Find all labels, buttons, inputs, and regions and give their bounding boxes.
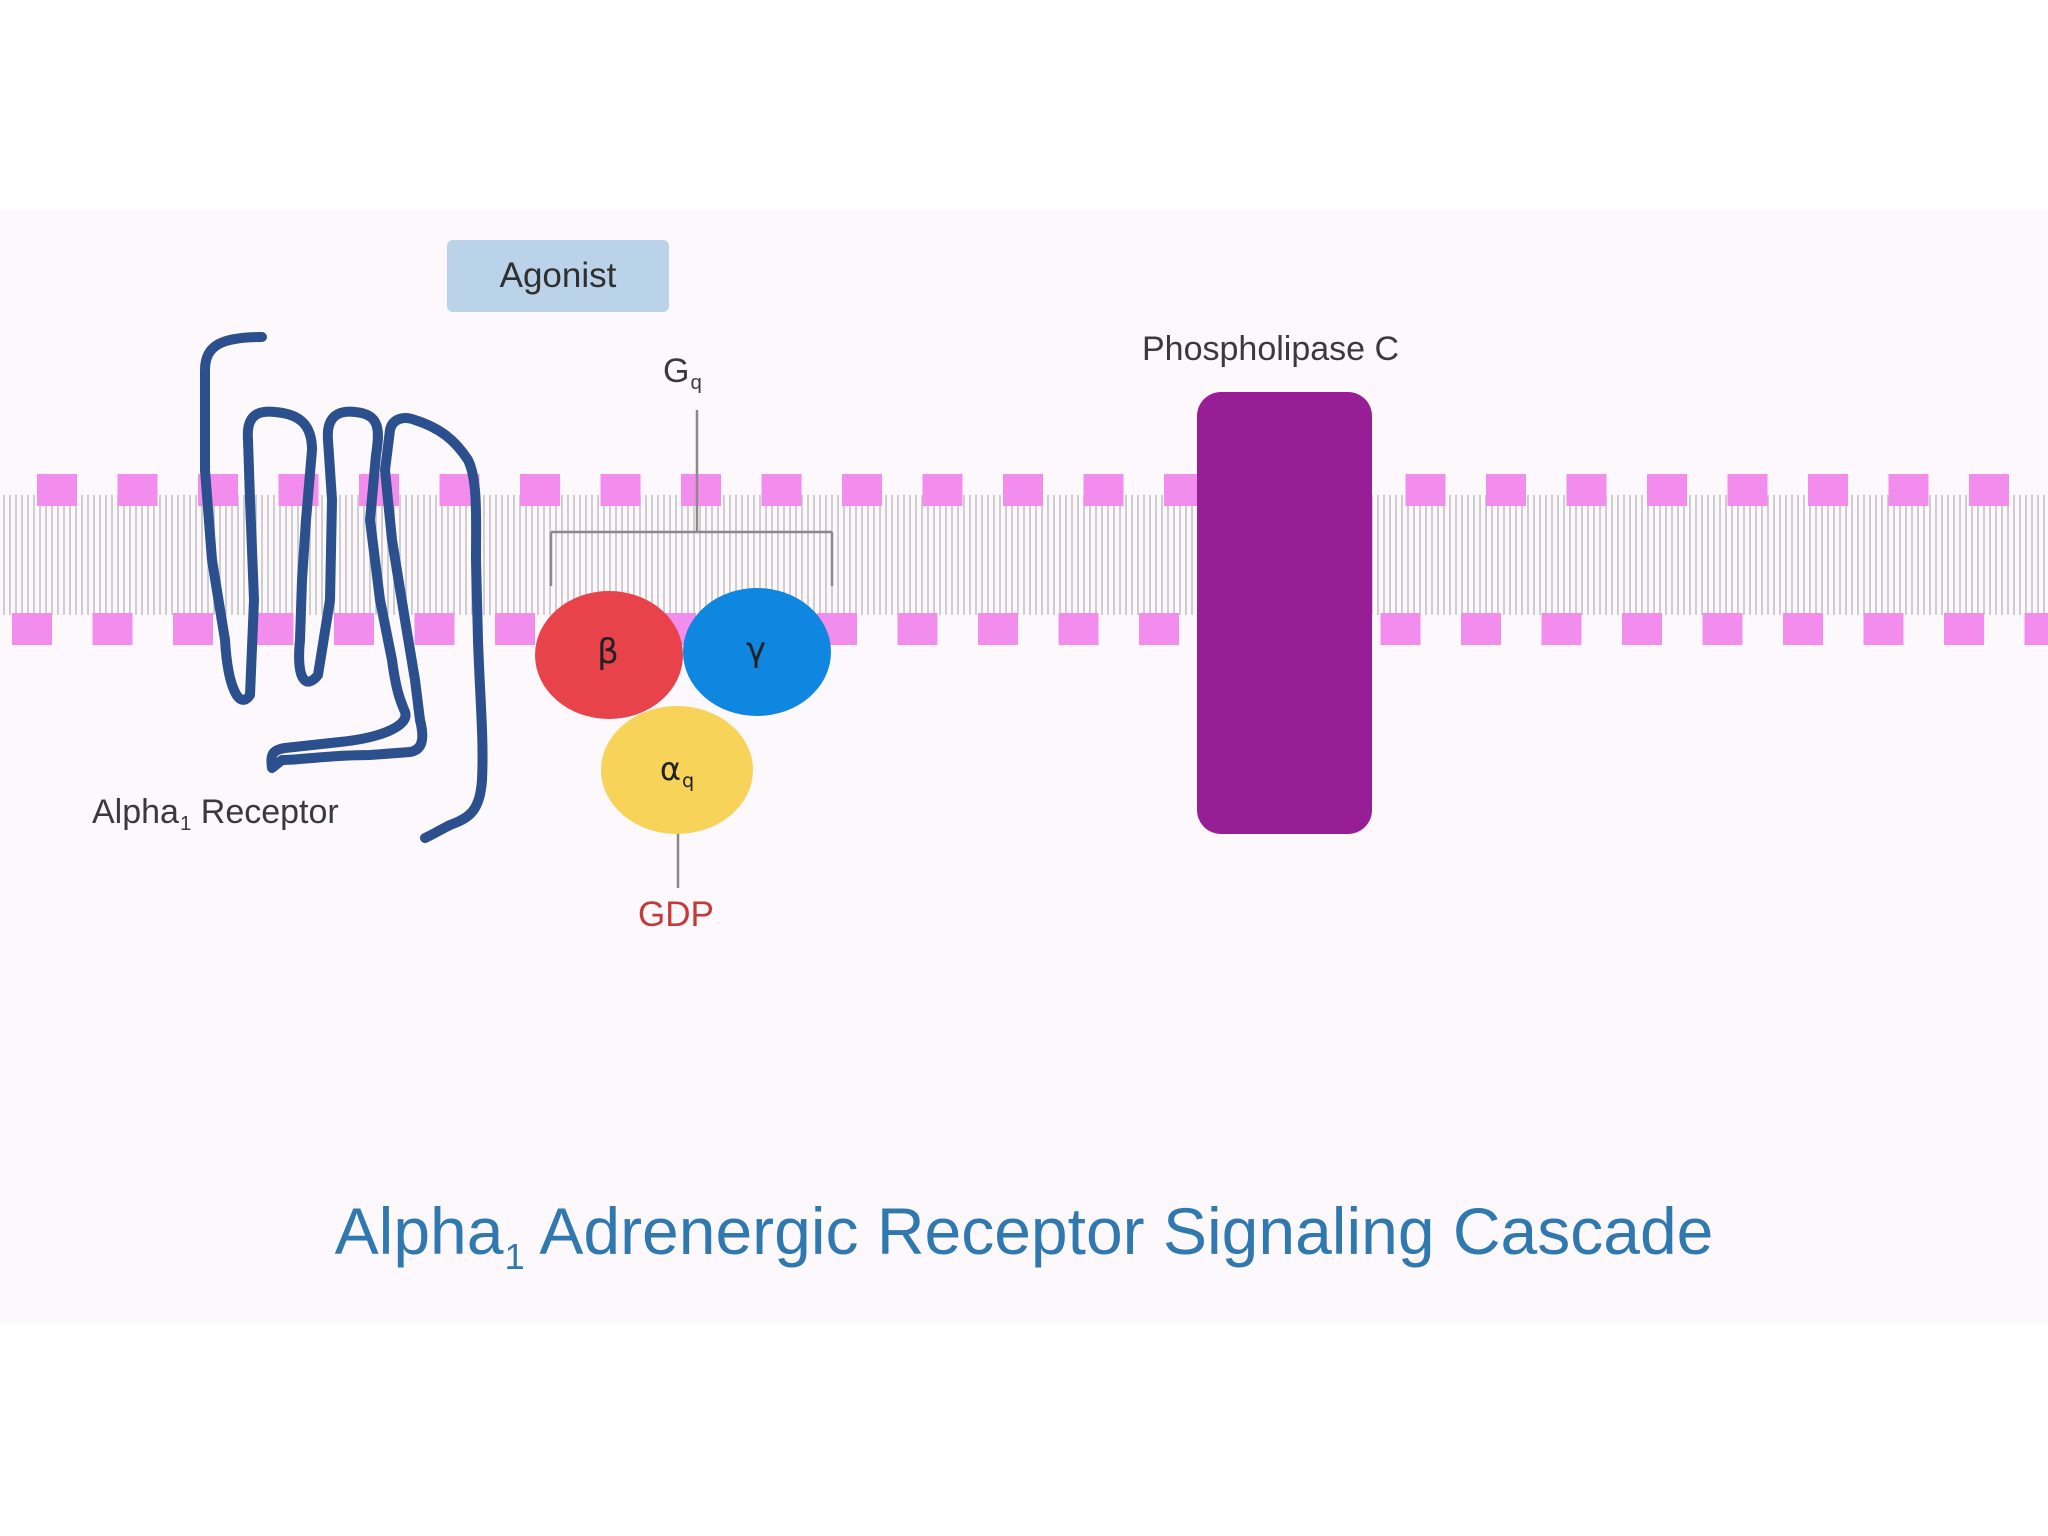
alpha-q-subunit [601, 706, 753, 834]
gq-bracket [549, 410, 834, 586]
alpha-subunit-label: αq [640, 750, 714, 792]
title-rest: Adrenergic Receptor Signaling Cascade [524, 1194, 1714, 1268]
gamma-subunit-label: γ [745, 630, 767, 670]
phospholipid-head [1566, 474, 1607, 506]
phospholipid-head [495, 613, 535, 645]
phospholipase-c [1197, 392, 1372, 834]
phospholipid-head [1647, 474, 1687, 506]
alpha1-receptor-label: Alpha1 Receptor [92, 793, 339, 836]
gq-label-main: G [663, 352, 690, 390]
agonist-label: Agonist [499, 256, 617, 295]
phospholipid-head [1405, 474, 1446, 506]
phospholipid-head [12, 613, 52, 645]
phospholipid-head [253, 613, 294, 645]
phospholipid-head [414, 613, 455, 645]
phospholipid-head [681, 474, 721, 506]
phospholipid-head [1003, 474, 1043, 506]
phospholipid-head [1969, 474, 2009, 506]
phospholipid-head [92, 613, 133, 645]
alpha-subunit-label-sub: q [681, 768, 695, 792]
beta-subunit [535, 591, 683, 719]
title-main: Alpha [334, 1194, 504, 1268]
phospholipid-head [1783, 613, 1823, 645]
phospholipid-head [2024, 613, 2048, 645]
phospholipid-head [842, 474, 882, 506]
phospholipid-head [117, 474, 158, 506]
phospholipid-head [978, 613, 1018, 645]
phospholipid-head [520, 474, 560, 506]
receptor-label-rest: Receptor [191, 793, 339, 831]
phospholipid-head [1486, 474, 1526, 506]
membrane-lipid-tails [3, 495, 2045, 615]
membrane-heads-inner [12, 613, 2048, 645]
cell-membrane [3, 474, 2048, 645]
phospholipid-head [1622, 613, 1662, 645]
phospholipid-head [1808, 474, 1848, 506]
phospholipid-head [1888, 474, 1929, 506]
phospholipid-head [1944, 613, 1984, 645]
receptor-label-sub: 1 [179, 813, 192, 836]
phospholipid-head [897, 613, 938, 645]
gamma-subunit [683, 588, 831, 716]
phospholipase-c-label: Phospholipase C [1142, 330, 1400, 368]
gq-label: Gq [663, 352, 702, 395]
phospholipid-head [1058, 613, 1099, 645]
beta-subunit-label: β [597, 632, 619, 672]
membrane-heads-outer [37, 474, 2009, 506]
alpha-subunit-label-main: α [659, 750, 681, 788]
phospholipid-head [1461, 613, 1501, 645]
phospholipid-head [600, 474, 641, 506]
diagram-background [0, 210, 2048, 1325]
phospholipid-head [173, 613, 213, 645]
phospholipid-head [761, 474, 802, 506]
phospholipid-head [334, 613, 374, 645]
phospholipid-head [1541, 613, 1582, 645]
phospholipid-head [922, 474, 963, 506]
phospholipid-head [1083, 474, 1124, 506]
title-sub: 1 [504, 1235, 525, 1277]
receptor-label-main: Alpha [92, 793, 179, 831]
phospholipid-head [1380, 613, 1421, 645]
gdp-label: GDP [638, 895, 714, 934]
phospholipid-head [1863, 613, 1904, 645]
phospholipid-head [1702, 613, 1743, 645]
phospholipid-head [37, 474, 77, 506]
alpha1-receptor [200, 332, 488, 843]
phospholipid-head [1727, 474, 1768, 506]
diagram-title: Alpha1 Adrenergic Receptor Signaling Cas… [0, 1193, 2048, 1278]
phospholipid-head [1139, 613, 1179, 645]
gq-label-sub: q [690, 372, 702, 395]
agonist-box: Agonist [447, 240, 669, 312]
